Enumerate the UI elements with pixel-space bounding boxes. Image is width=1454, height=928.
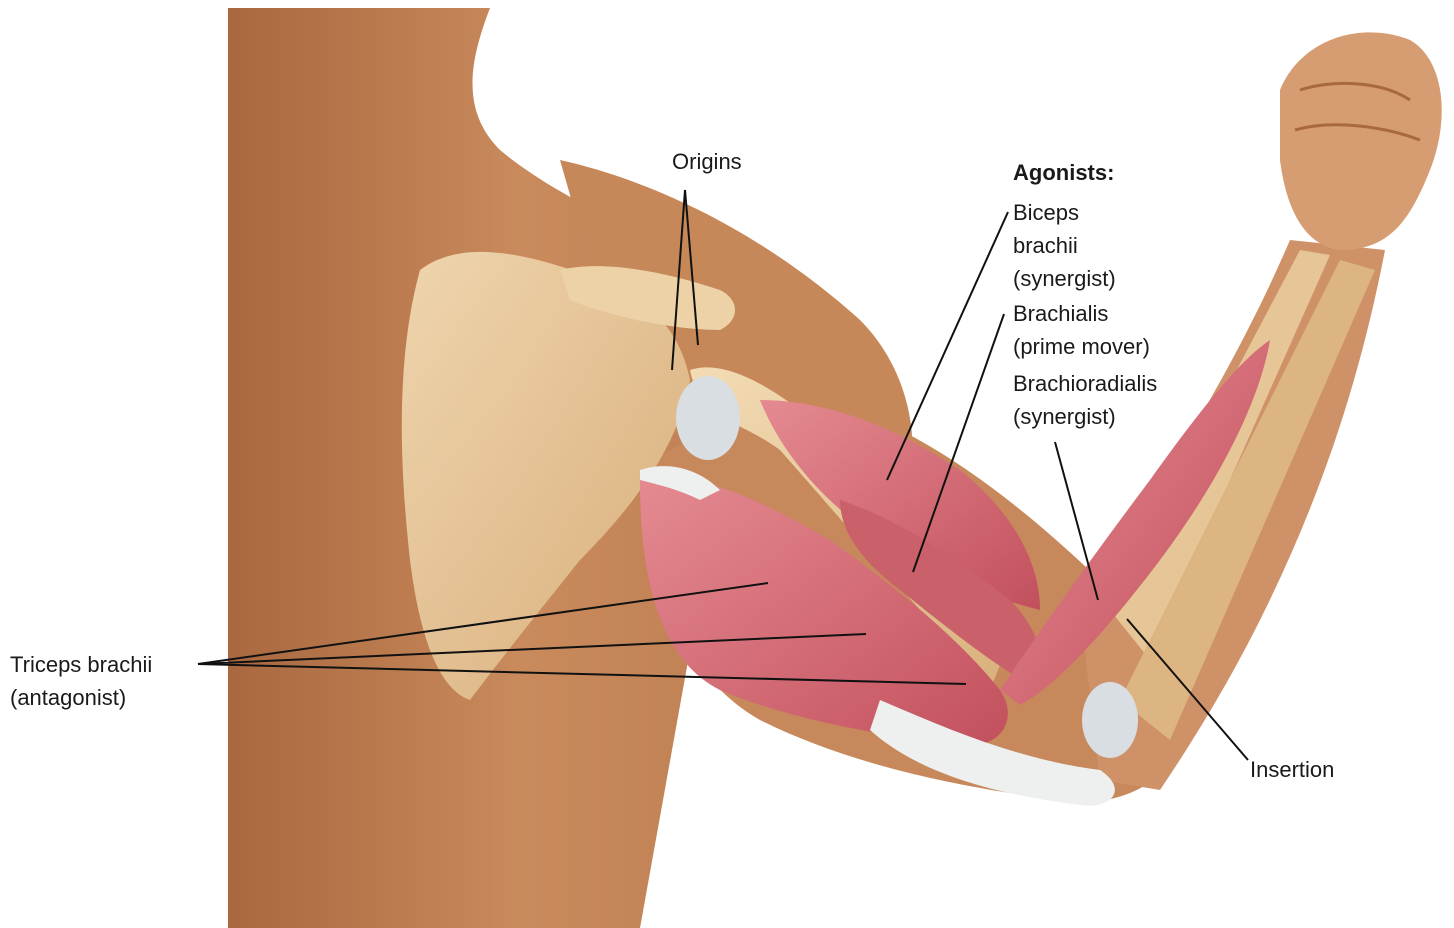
triceps-leader-3 (198, 664, 966, 684)
label-origins: Origins (672, 145, 742, 178)
label-biceps-line2: brachii (1013, 229, 1078, 262)
label-brachialis-line1: Brachialis (1013, 297, 1108, 330)
label-biceps-line3: (synergist) (1013, 262, 1116, 295)
origins-leader-2 (685, 190, 698, 345)
insertion-leader (1127, 619, 1248, 760)
origins-leader-1 (672, 190, 685, 370)
biceps-leader (887, 212, 1008, 480)
label-agonists-heading: Agonists: (1013, 156, 1114, 189)
brachioradialis-leader (1055, 442, 1098, 600)
label-brachioradialis-line1: Brachioradialis (1013, 367, 1157, 400)
brachialis-leader (913, 314, 1004, 572)
label-brachialis-line2: (prime mover) (1013, 330, 1150, 363)
label-triceps-line2: (antagonist) (10, 681, 126, 714)
label-brachioradialis-line2: (synergist) (1013, 400, 1116, 433)
label-insertion: Insertion (1250, 753, 1334, 786)
label-triceps-line1: Triceps brachii (10, 648, 152, 681)
label-biceps-line1: Biceps (1013, 196, 1079, 229)
